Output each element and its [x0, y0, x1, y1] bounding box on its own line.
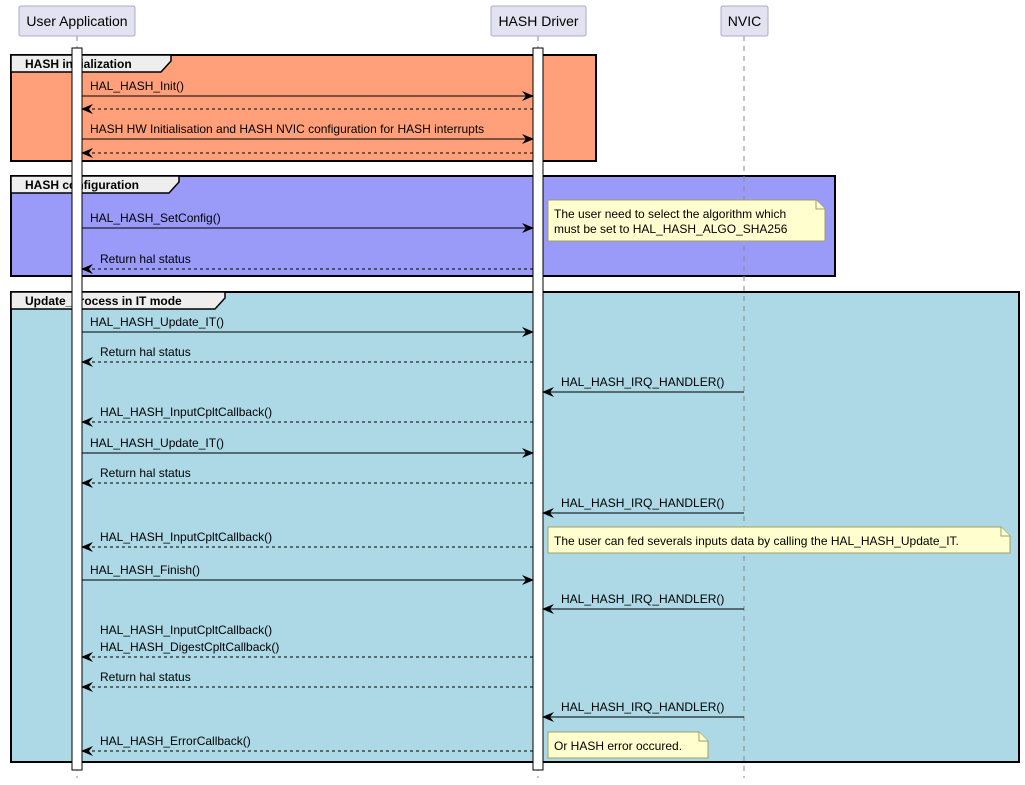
message: HAL_HASH_IRQ_HANDLER() — [542, 592, 744, 614]
message: HAL_HASH_IRQ_HANDLER() — [542, 700, 744, 722]
message-label: HAL_HASH_InputCpltCallback() — [100, 623, 272, 637]
message: HAL_HASH_IRQ_HANDLER() — [542, 375, 744, 397]
activation-bar-user — [71, 47, 83, 771]
group-tab — [10, 54, 172, 73]
message-label: HAL_HASH_IRQ_HANDLER() — [561, 496, 724, 510]
message-label: HASH HW Initialisation and HASH NVIC con… — [90, 122, 484, 136]
message-layer: HAL_HASH_Init() HASH HW Initialisation an… — [81, 79, 1011, 759]
message-label: HAL_HASH_Init() — [90, 79, 184, 93]
message: Return hal status — [81, 466, 533, 488]
group-tab — [10, 175, 180, 194]
message-label: Return hal status — [100, 670, 191, 684]
participant-box — [490, 5, 587, 37]
message-label: Return hal status — [100, 252, 191, 266]
participant-layer: User Application HASH Driver NVIC — [18, 5, 769, 37]
participant-label: User Application — [26, 13, 127, 29]
message: Return hal status — [81, 670, 533, 692]
message: HAL_HASH_InputCpltCallback() — [81, 405, 533, 427]
note-box — [547, 731, 709, 759]
note: The user can fed severals inputs data by… — [547, 526, 1011, 554]
note: Or HASH error occured. — [547, 731, 709, 759]
note-text: Or HASH error occured. — [554, 739, 682, 753]
participant-label: NVIC — [728, 13, 761, 29]
note-box — [547, 526, 1011, 554]
group-tab — [10, 291, 226, 310]
message: HASH HW Initialisation and HASH NVIC con… — [82, 122, 534, 144]
message: HAL_HASH_ErrorCallback() Or HASH error oc… — [81, 731, 709, 759]
note-box — [547, 199, 826, 242]
activation-layer — [71, 47, 544, 771]
participant-label: HASH Driver — [498, 13, 578, 29]
message: HAL_HASH_SetConfig() The user need to sel… — [82, 199, 826, 242]
note-fold — [815, 200, 825, 210]
message-label: HAL_HASH_DigestCpltCallback() — [100, 640, 279, 654]
message-label: HAL_HASH_IRQ_HANDLER() — [561, 375, 724, 389]
message-label: HAL_HASH_SetConfig() — [90, 211, 221, 225]
activation-bar-driver — [532, 47, 544, 771]
message: Return hal status — [81, 252, 533, 274]
participant-user: User Application — [18, 5, 136, 37]
participant-nvic: NVIC — [720, 5, 769, 37]
note-fold — [698, 732, 708, 742]
note-fold — [1000, 527, 1010, 537]
participant-driver: HASH Driver — [490, 5, 587, 37]
message-label: HAL_HASH_IRQ_HANDLER() — [561, 592, 724, 606]
message-label: Return hal status — [100, 345, 191, 359]
group-init: HASH initialization — [10, 54, 597, 162]
participant-box — [720, 5, 769, 37]
message-label: HAL_HASH_IRQ_HANDLER() — [561, 700, 724, 714]
message-label: Return hal status — [100, 466, 191, 480]
message: HAL_HASH_Update_IT() — [82, 315, 534, 337]
message-label: HAL_HASH_Update_IT() — [90, 436, 224, 450]
message-label: HAL_HASH_Update_IT() — [90, 315, 224, 329]
message: HAL_HASH_Finish() — [82, 563, 534, 585]
message: HAL_HASH_InputCpltCallback() HAL_HASH_Di… — [81, 623, 533, 662]
note: The user need to select the algorithm wh… — [547, 199, 826, 242]
message: HAL_HASH_Init() — [82, 79, 534, 101]
message: HAL_HASH_InputCpltCallback() The user can… — [81, 526, 1011, 554]
message-label: HAL_HASH_InputCpltCallback() — [100, 530, 272, 544]
message: HAL_HASH_Update_IT() — [82, 436, 534, 458]
message: HAL_HASH_IRQ_HANDLER() — [542, 496, 744, 518]
group-title: Update_process in IT mode — [25, 294, 182, 308]
message-label: HAL_HASH_Finish() — [90, 563, 200, 577]
message-label: HAL_HASH_ErrorCallback() — [100, 734, 251, 748]
message-label: HAL_HASH_InputCpltCallback() — [100, 405, 272, 419]
message: Return hal status — [81, 345, 533, 367]
participant-box — [18, 5, 136, 37]
note-text: The user can fed severals inputs data by… — [554, 534, 959, 548]
note-text: must be set to HAL_HASH_ALGO_SHA256 — [554, 222, 788, 236]
note-text: The user need to select the algorithm wh… — [554, 207, 786, 221]
